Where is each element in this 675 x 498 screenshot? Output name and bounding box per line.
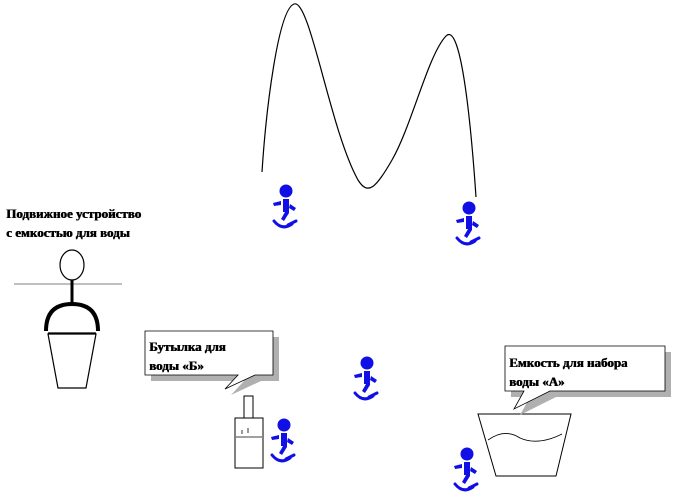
mobile-device-label: Подвижное устройство с емкостью для воды xyxy=(6,204,141,242)
container-callout xyxy=(504,345,671,415)
bucket-icon xyxy=(14,249,122,389)
bottle-callout xyxy=(144,330,279,395)
person-icon xyxy=(271,183,298,229)
bottle-label: Бутылка для воды «Б» xyxy=(149,337,226,375)
person-icon xyxy=(452,446,479,492)
container-label-line1: Емкость для набора xyxy=(509,355,628,370)
bottle-label-line2: воды «Б» xyxy=(149,358,204,373)
container-label: Емкость для набора воды «А» xyxy=(509,353,627,391)
person-icon xyxy=(352,355,379,401)
mobile-device-label-line1: Подвижное устройство xyxy=(6,206,141,221)
container-label-line2: воды «А» xyxy=(509,374,565,389)
container-icon xyxy=(477,413,572,477)
arch-curve xyxy=(261,3,477,198)
bottle-label-line1: Бутылка для xyxy=(149,339,226,354)
person-icon xyxy=(269,417,296,463)
bottle-icon xyxy=(234,395,264,469)
mobile-device-label-line2: с емкостью для воды xyxy=(6,225,130,240)
person-icon xyxy=(454,200,481,246)
